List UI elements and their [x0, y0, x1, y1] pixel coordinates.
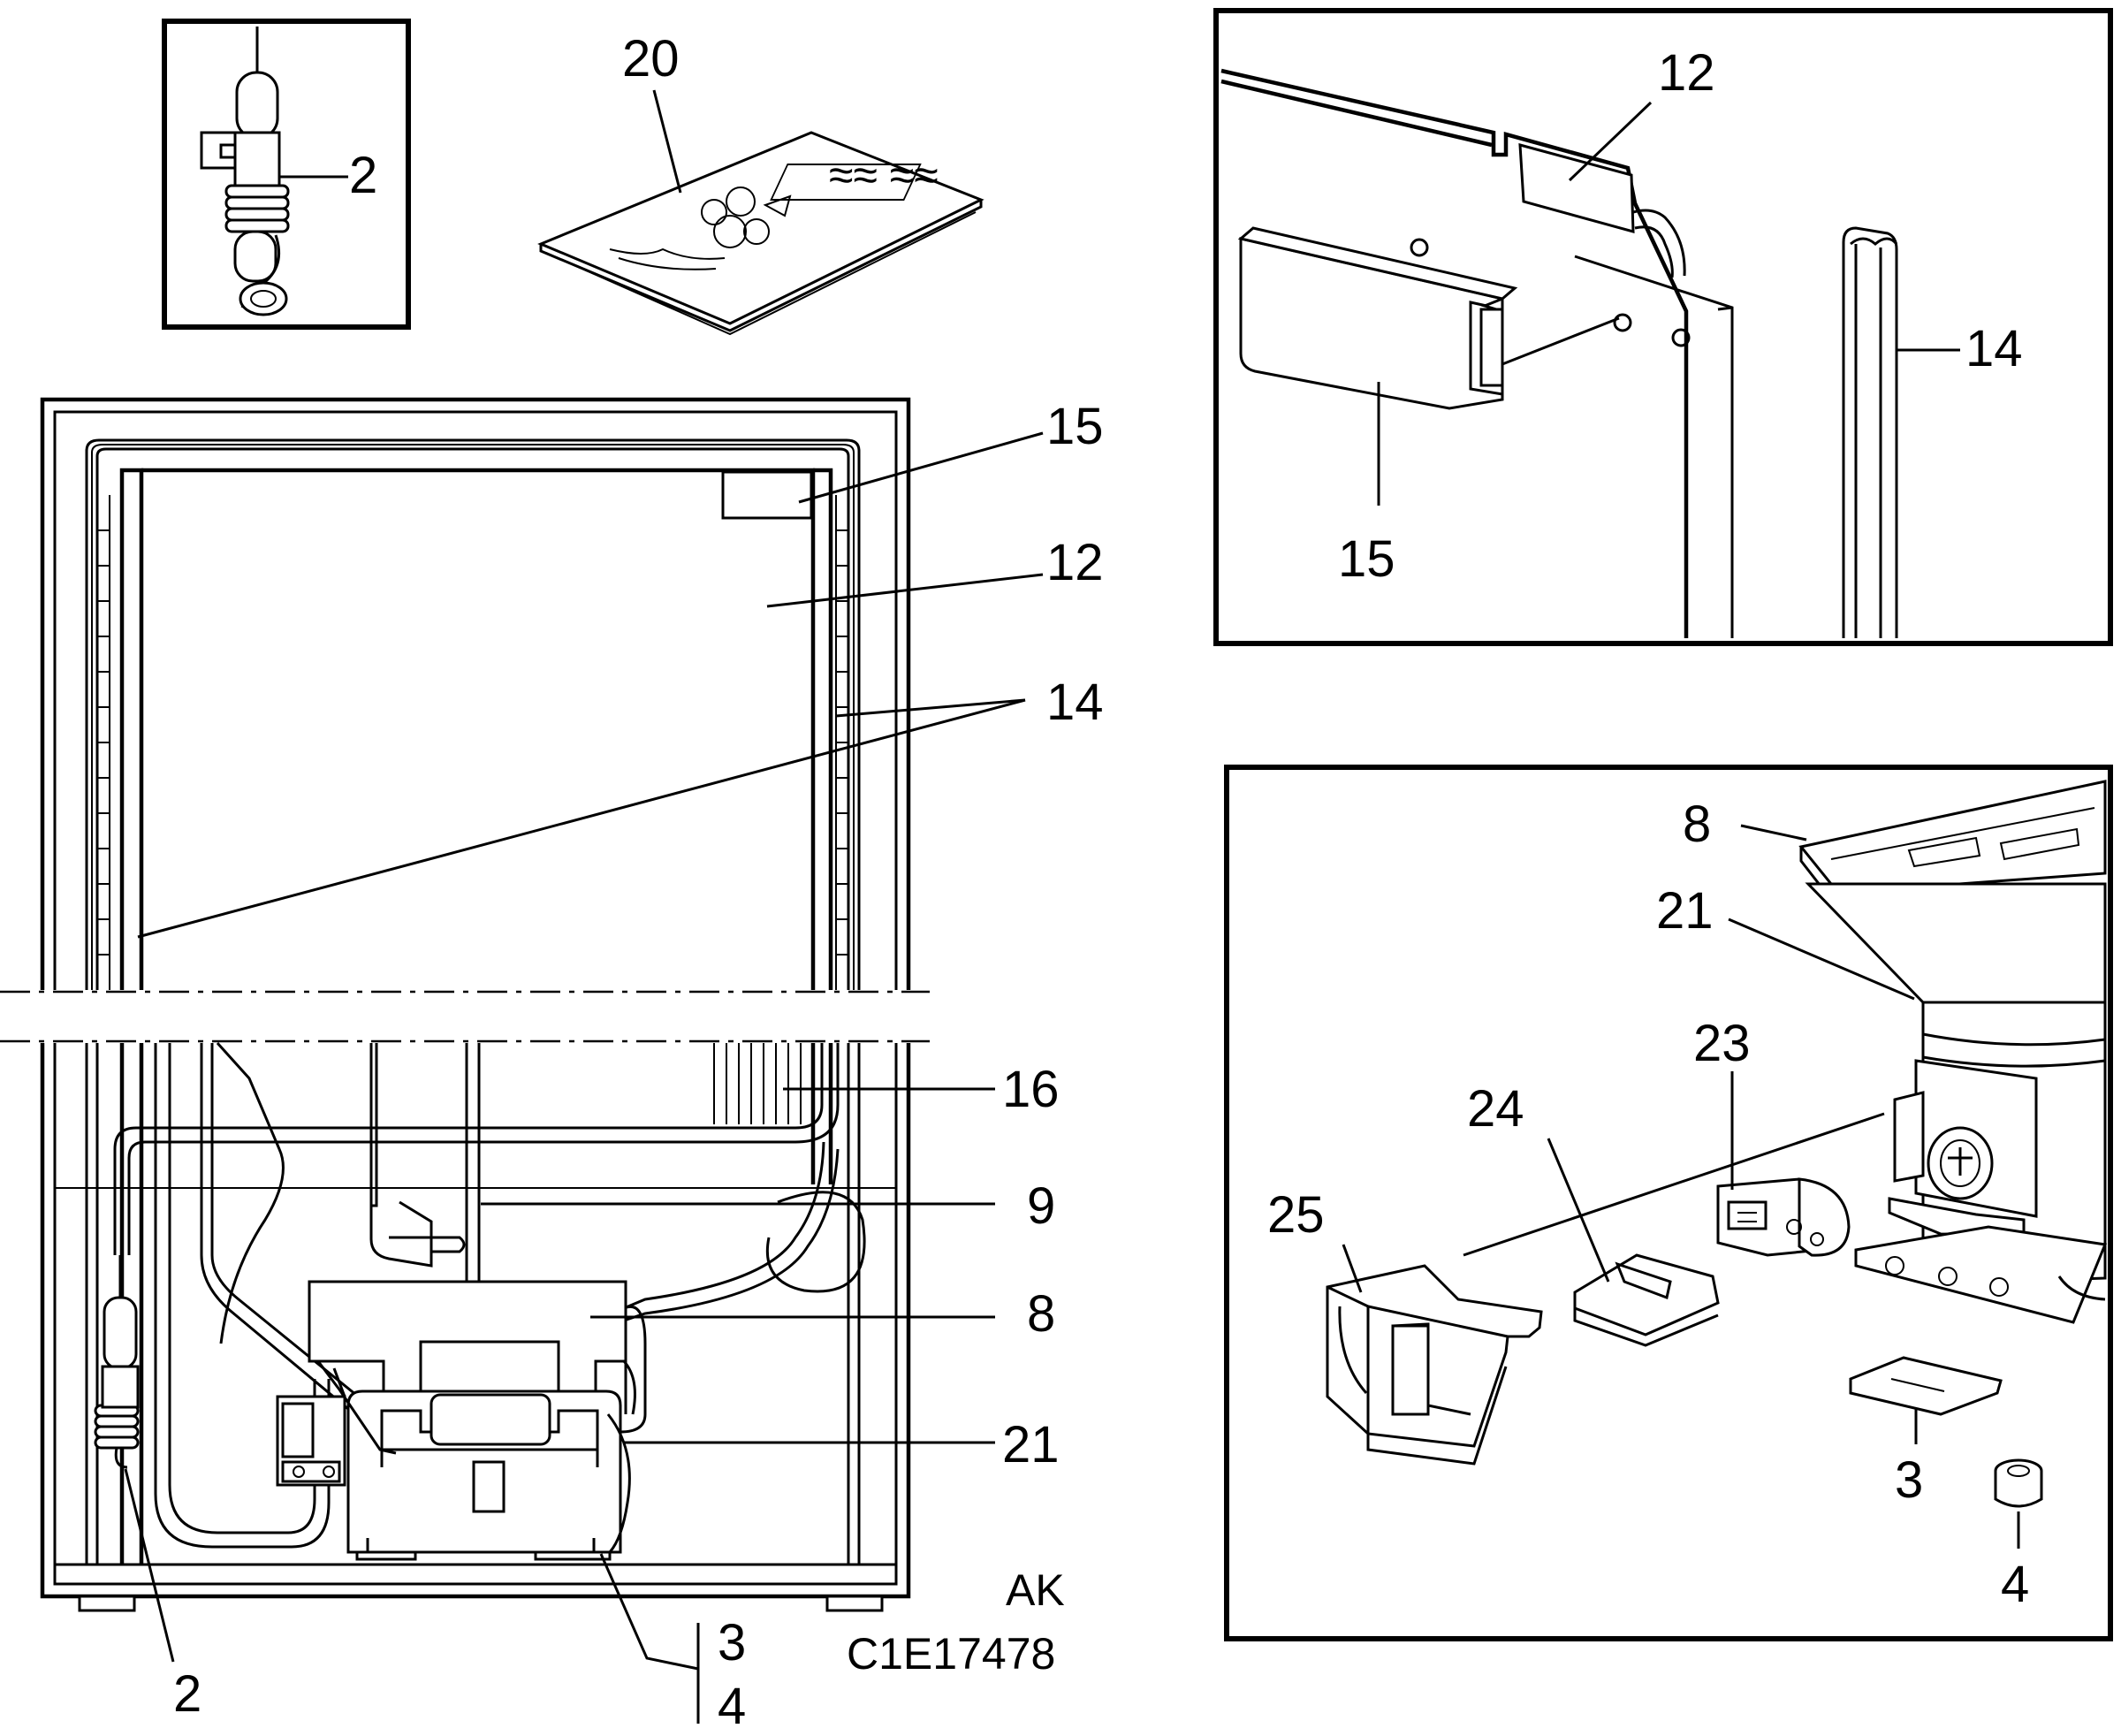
callout-label: 2: [173, 1665, 201, 1723]
callout-leader: [599, 1553, 699, 1671]
sensor-coil: [224, 184, 290, 233]
door-gasket-part: [1842, 226, 1898, 638]
drawing-code-id: C1E17478: [847, 1629, 1055, 1679]
grommet-part: [1994, 1458, 2043, 1508]
manual-cover-title: ≈≈ ≈≈: [829, 150, 939, 200]
callout-leader: [1728, 917, 1915, 1001]
cabinet-foot: [78, 1595, 136, 1612]
callout-leader: [124, 1468, 175, 1663]
door-panel-part: [1220, 68, 1734, 638]
door-inset: 12 15 14: [1213, 8, 2113, 646]
relay-box: [276, 1367, 346, 1487]
callout-label: 3: [1895, 1451, 1923, 1509]
door-gasket: [85, 438, 861, 990]
callout-leader: [1501, 316, 1620, 366]
door-panel: [119, 468, 833, 990]
callout-label: 12: [1046, 534, 1104, 591]
callout-leader: [1463, 1112, 1885, 1257]
callout-label: 21: [1656, 882, 1714, 940]
callout-leader: [137, 698, 1026, 939]
callout-label: 4: [718, 1678, 746, 1735]
relay-part: [1716, 1177, 1851, 1257]
callout-leader: [798, 431, 1044, 504]
sensor-inset-frame: [162, 19, 411, 330]
relay-cover-part: [1326, 1264, 1543, 1466]
mounting-plate-part: [1849, 1356, 2003, 1416]
callout-leader: [1547, 1138, 1610, 1283]
compressor-inset: 8 21 23 24 25 3 4: [1224, 765, 2113, 1641]
callout-label: 8: [1683, 796, 1711, 853]
callout-leader: [1740, 824, 1807, 841]
drip-tray: [308, 1280, 627, 1407]
callout-label: 14: [1965, 320, 2023, 377]
callout-leader: [1568, 101, 1653, 182]
temperature-sensor: [94, 1255, 140, 1469]
drawing-code-ak: AK: [1006, 1565, 1065, 1615]
sensor-inset: 2: [162, 19, 411, 330]
callout-label: 23: [1693, 1015, 1751, 1072]
compressor: [316, 1359, 636, 1561]
callout-label: 9: [1027, 1177, 1055, 1235]
callout-label: 3: [718, 1614, 746, 1671]
cabinet-foot: [825, 1595, 884, 1612]
callout-label: 8: [1027, 1285, 1055, 1343]
temperature-sensor-part: [200, 27, 348, 316]
callout-label: 16: [1002, 1061, 1060, 1118]
callout-label: 4: [2001, 1556, 2029, 1613]
relay-clip-part: [1573, 1253, 1720, 1347]
instruction-manual: ≈≈ ≈≈ 20: [537, 30, 984, 336]
callout-label: 21: [1002, 1416, 1060, 1473]
callout-leader: [766, 573, 1044, 608]
callout-label: 25: [1267, 1186, 1325, 1244]
cabinet-main-view: 15 12 14 16 9 8 21 2 3 4 AK C1E17478: [0, 397, 1104, 1735]
manual-cover-illustration: [701, 187, 792, 248]
compressor-part: [1805, 882, 2108, 1324]
light-cover-part: [1237, 226, 1518, 410]
cabinet-outer-frame: [40, 397, 911, 990]
callout-label: 15: [1046, 398, 1104, 455]
callout-leader: [835, 698, 1026, 718]
callout-label: 20: [622, 30, 680, 88]
callout-label: 15: [1338, 530, 1395, 588]
callout-label: 24: [1467, 1080, 1524, 1138]
callout-leader: [1342, 1244, 1363, 1293]
callout-leader: [652, 89, 682, 194]
wiring: [369, 1043, 481, 1282]
callout-label: 12: [1658, 44, 1715, 102]
condenser-tubes: [713, 1043, 802, 1124]
callout-label: 2: [349, 147, 377, 204]
light-cover: [721, 470, 813, 520]
callout-label: 14: [1046, 674, 1104, 731]
